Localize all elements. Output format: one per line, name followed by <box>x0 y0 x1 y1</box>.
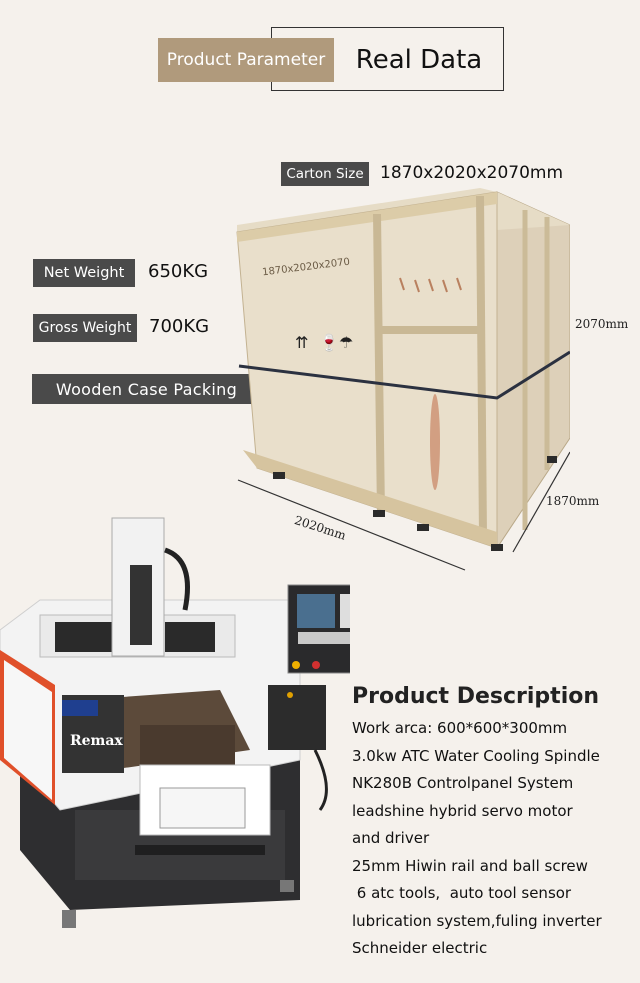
net-weight-value: 650KG <box>148 261 209 282</box>
product-description-title: Product Description <box>352 684 600 709</box>
product-description-list: Work arca: 600*600*300mm 3.0kw ATC Water… <box>352 715 602 963</box>
list-item: NK280B Controlpanel System <box>352 774 574 792</box>
page-title: Real Data <box>355 45 483 75</box>
list-item: 3.0kw ATC Water Cooling Spindle <box>352 746 600 765</box>
gross-weight-value: 700KG <box>149 316 210 337</box>
product-parameter-tag: Product Parameter <box>158 38 334 82</box>
wooden-case-packing-label: Wooden Case Packing <box>32 374 261 404</box>
gross-weight-label: Gross Weight <box>33 314 137 342</box>
list-item: 25mm Hiwin rail and ball screw <box>352 856 588 875</box>
brand-logo: Remax <box>70 733 123 749</box>
list-item: Work arca: 600*600*300mm <box>352 719 568 737</box>
svg-text:☂: ☂ <box>339 333 353 352</box>
list-item: lubrication system,fuling inverter <box>352 911 602 930</box>
depth-dimension: 1870mm <box>546 494 600 508</box>
carton-size-value: 1870x2020x2070mm <box>380 163 564 183</box>
list-item: 6 atc tools, auto tool sensor <box>352 884 572 902</box>
height-dimension: 2070mm <box>575 317 629 331</box>
svg-text:⇈: ⇈ <box>295 333 308 352</box>
list-item: and driver <box>352 829 430 847</box>
wooden-crate-image: ⇈ 🍷 ☂ <box>236 188 570 571</box>
carton-size-label: Carton Size <box>281 162 369 186</box>
list-item: Schneider electric <box>352 939 488 957</box>
svg-text:🍷: 🍷 <box>319 333 339 352</box>
cnc-machine-image <box>0 517 350 928</box>
net-weight-label: Net Weight <box>33 259 135 287</box>
list-item: leadshine hybrid servo motor <box>352 801 573 820</box>
